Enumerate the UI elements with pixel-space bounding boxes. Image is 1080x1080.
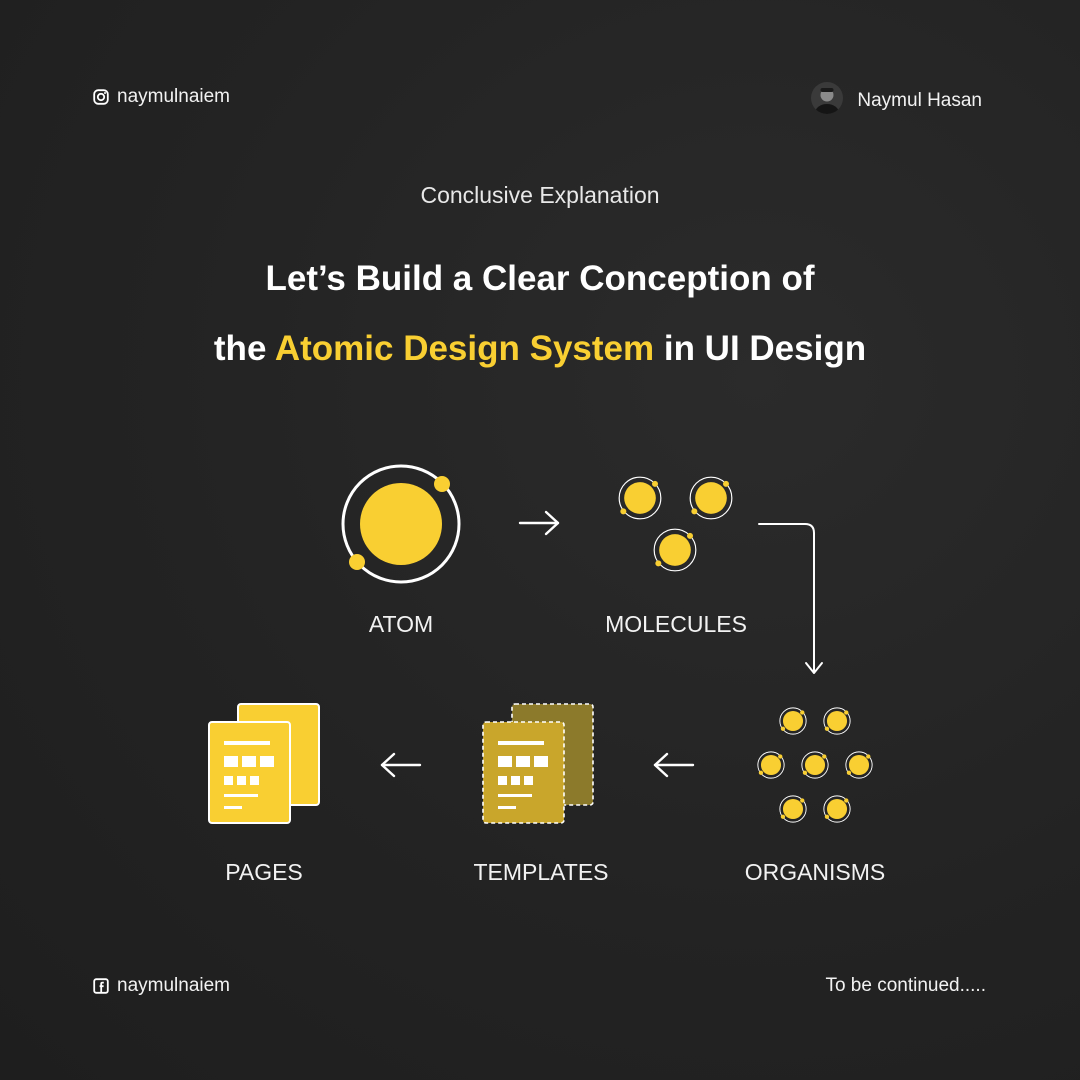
molecules-icon	[618, 476, 733, 572]
organisms-icon	[757, 707, 873, 823]
title-highlight: Atomic Design System	[274, 329, 655, 368]
title-line-2: the Atomic Design System in UI Design	[0, 329, 1080, 369]
title-line-2-prefix: the	[213, 329, 275, 368]
templates-icon	[482, 703, 594, 824]
title-line-1: Let’s Build a Clear Conception of	[265, 259, 815, 298]
instagram-icon	[93, 89, 109, 105]
arrow-left-icon	[653, 752, 695, 778]
continued-text: To be continued.....	[825, 975, 986, 996]
author-name: Naymul Hasan	[857, 90, 982, 111]
step-label-pages: PAGES	[225, 859, 303, 885]
author-avatar	[811, 82, 844, 120]
step-label-atom: ATOM	[368, 611, 434, 637]
facebook-handle: naymulnaiem	[93, 975, 230, 997]
arrow-left-icon	[380, 752, 422, 778]
step-label-templates: TEMPLATES	[473, 859, 609, 885]
arrow-down-icon	[758, 523, 823, 674]
step-label-organisms: ORGANISMS	[744, 859, 886, 885]
pages-icon	[208, 703, 320, 824]
step-label-molecules: MOLECULES	[605, 611, 747, 637]
instagram-handle: naymulnaiem	[93, 86, 230, 108]
atom-icon	[341, 464, 461, 584]
facebook-icon	[93, 978, 109, 994]
instagram-handle-text: naymulnaiem	[117, 86, 230, 107]
title-line-2-suffix: in UI Design	[654, 329, 867, 368]
eyebrow-text: Conclusive Explanation	[420, 182, 660, 208]
facebook-handle-text: naymulnaiem	[117, 975, 230, 996]
author: Naymul Hasan	[811, 82, 982, 120]
arrow-right-icon	[518, 510, 560, 536]
